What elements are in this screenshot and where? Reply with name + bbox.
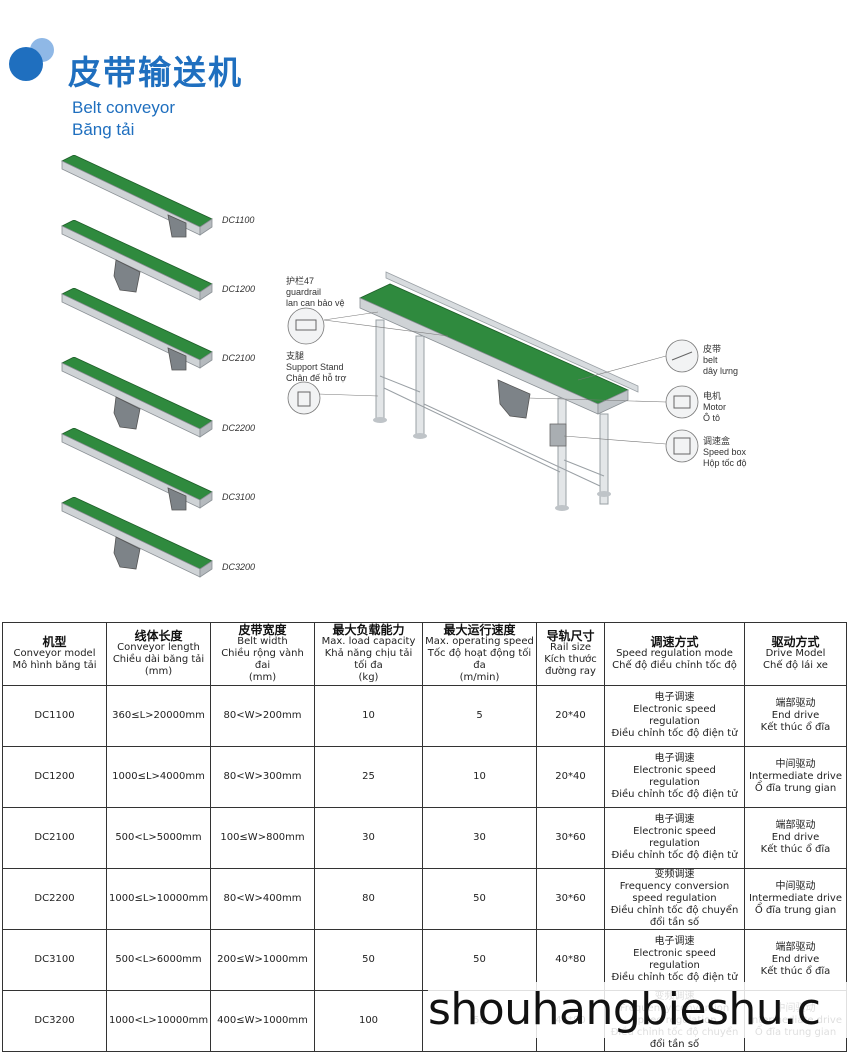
cell-length: 1000<L>10000mm	[106, 990, 211, 1052]
conveyor-diagram	[287, 271, 699, 511]
cell-rail: 30*60	[536, 807, 605, 869]
cell-load: 30	[314, 807, 423, 869]
page-title-cn: 皮带输送机	[68, 53, 243, 92]
cell-speed: 50	[422, 868, 537, 930]
cell-load: 50	[314, 929, 423, 991]
leg-1	[375, 319, 385, 421]
cell-model: DC1200	[2, 746, 107, 808]
callout-support-stand: 支腿 Support Stand Chân đế hỗ trợ	[286, 351, 347, 383]
page-title-en: Belt conveyor	[72, 98, 175, 117]
model-thumbnail-dc2100	[61, 288, 213, 371]
cell-model: DC3200	[2, 990, 107, 1052]
leg-4	[599, 413, 609, 505]
cell-width: 400≤W>1000mm	[210, 990, 315, 1052]
cell-width: 200≤W>1000mm	[210, 929, 315, 991]
model-label: DC1100	[222, 215, 255, 225]
model-label: DC1200	[222, 284, 256, 294]
cell-load: 10	[314, 685, 423, 747]
cell-speed: 10	[422, 746, 537, 808]
cell-length: 500<L>6000mm	[106, 929, 211, 991]
logo-dots-icon	[9, 38, 54, 81]
model-thumbnail-dc1100	[61, 155, 213, 238]
cell-speed: 5	[422, 685, 537, 747]
cell-width: 100≤W>800mm	[210, 807, 315, 869]
cell-load: 25	[314, 746, 423, 808]
model-label: DC2200	[222, 423, 256, 433]
callout-speed-box: 调速盒 Speed box Hộp tốc độ	[703, 436, 747, 468]
watermark-text: shouhangbieshu.c	[428, 982, 848, 1038]
model-label: DC2100	[222, 353, 256, 363]
cell-speed: 30	[422, 807, 537, 869]
cell-length: 1000≤L>10000mm	[106, 868, 211, 930]
model-thumbnail-dc1200	[61, 220, 213, 301]
callout-belt: 皮带 belt dây lưng	[703, 344, 739, 376]
cell-load: 100	[314, 990, 423, 1052]
page-title-vn: Băng tải	[72, 120, 135, 139]
cell-model: DC3100	[2, 929, 107, 991]
model-label: DC3100	[222, 492, 256, 502]
callout-motor: 电机 Motor Ô tô	[703, 391, 727, 423]
cell-length: 360≤L>20000mm	[106, 685, 211, 747]
cell-model: DC2100	[2, 807, 107, 869]
cell-model: DC1100	[2, 685, 107, 747]
model-thumbnail-dc2200	[61, 357, 213, 438]
cell-width: 80<W>200mm	[210, 685, 315, 747]
cell-width: 80<W>300mm	[210, 746, 315, 808]
cell-width: 80<W>400mm	[210, 868, 315, 930]
cell-rail: 20*40	[536, 746, 605, 808]
callout-guardrail: 护栏47 guardrail lan can bảo vệ	[286, 276, 345, 308]
model-label: DC3200	[222, 562, 256, 572]
cell-load: 80	[314, 868, 423, 930]
model-thumbnail-dc3100	[61, 428, 213, 511]
cell-rail: 30*60	[536, 868, 605, 930]
leg-3	[557, 397, 567, 509]
cell-model: DC2200	[2, 868, 107, 930]
model-thumbnail-dc3200	[61, 497, 213, 578]
cell-rail: 20*40	[536, 685, 605, 747]
cell-length: 500<L>5000mm	[106, 807, 211, 869]
cell-rail: 40*80	[536, 929, 605, 991]
leg-2	[415, 335, 425, 437]
cell-length: 1000≤L>4000mm	[106, 746, 211, 808]
